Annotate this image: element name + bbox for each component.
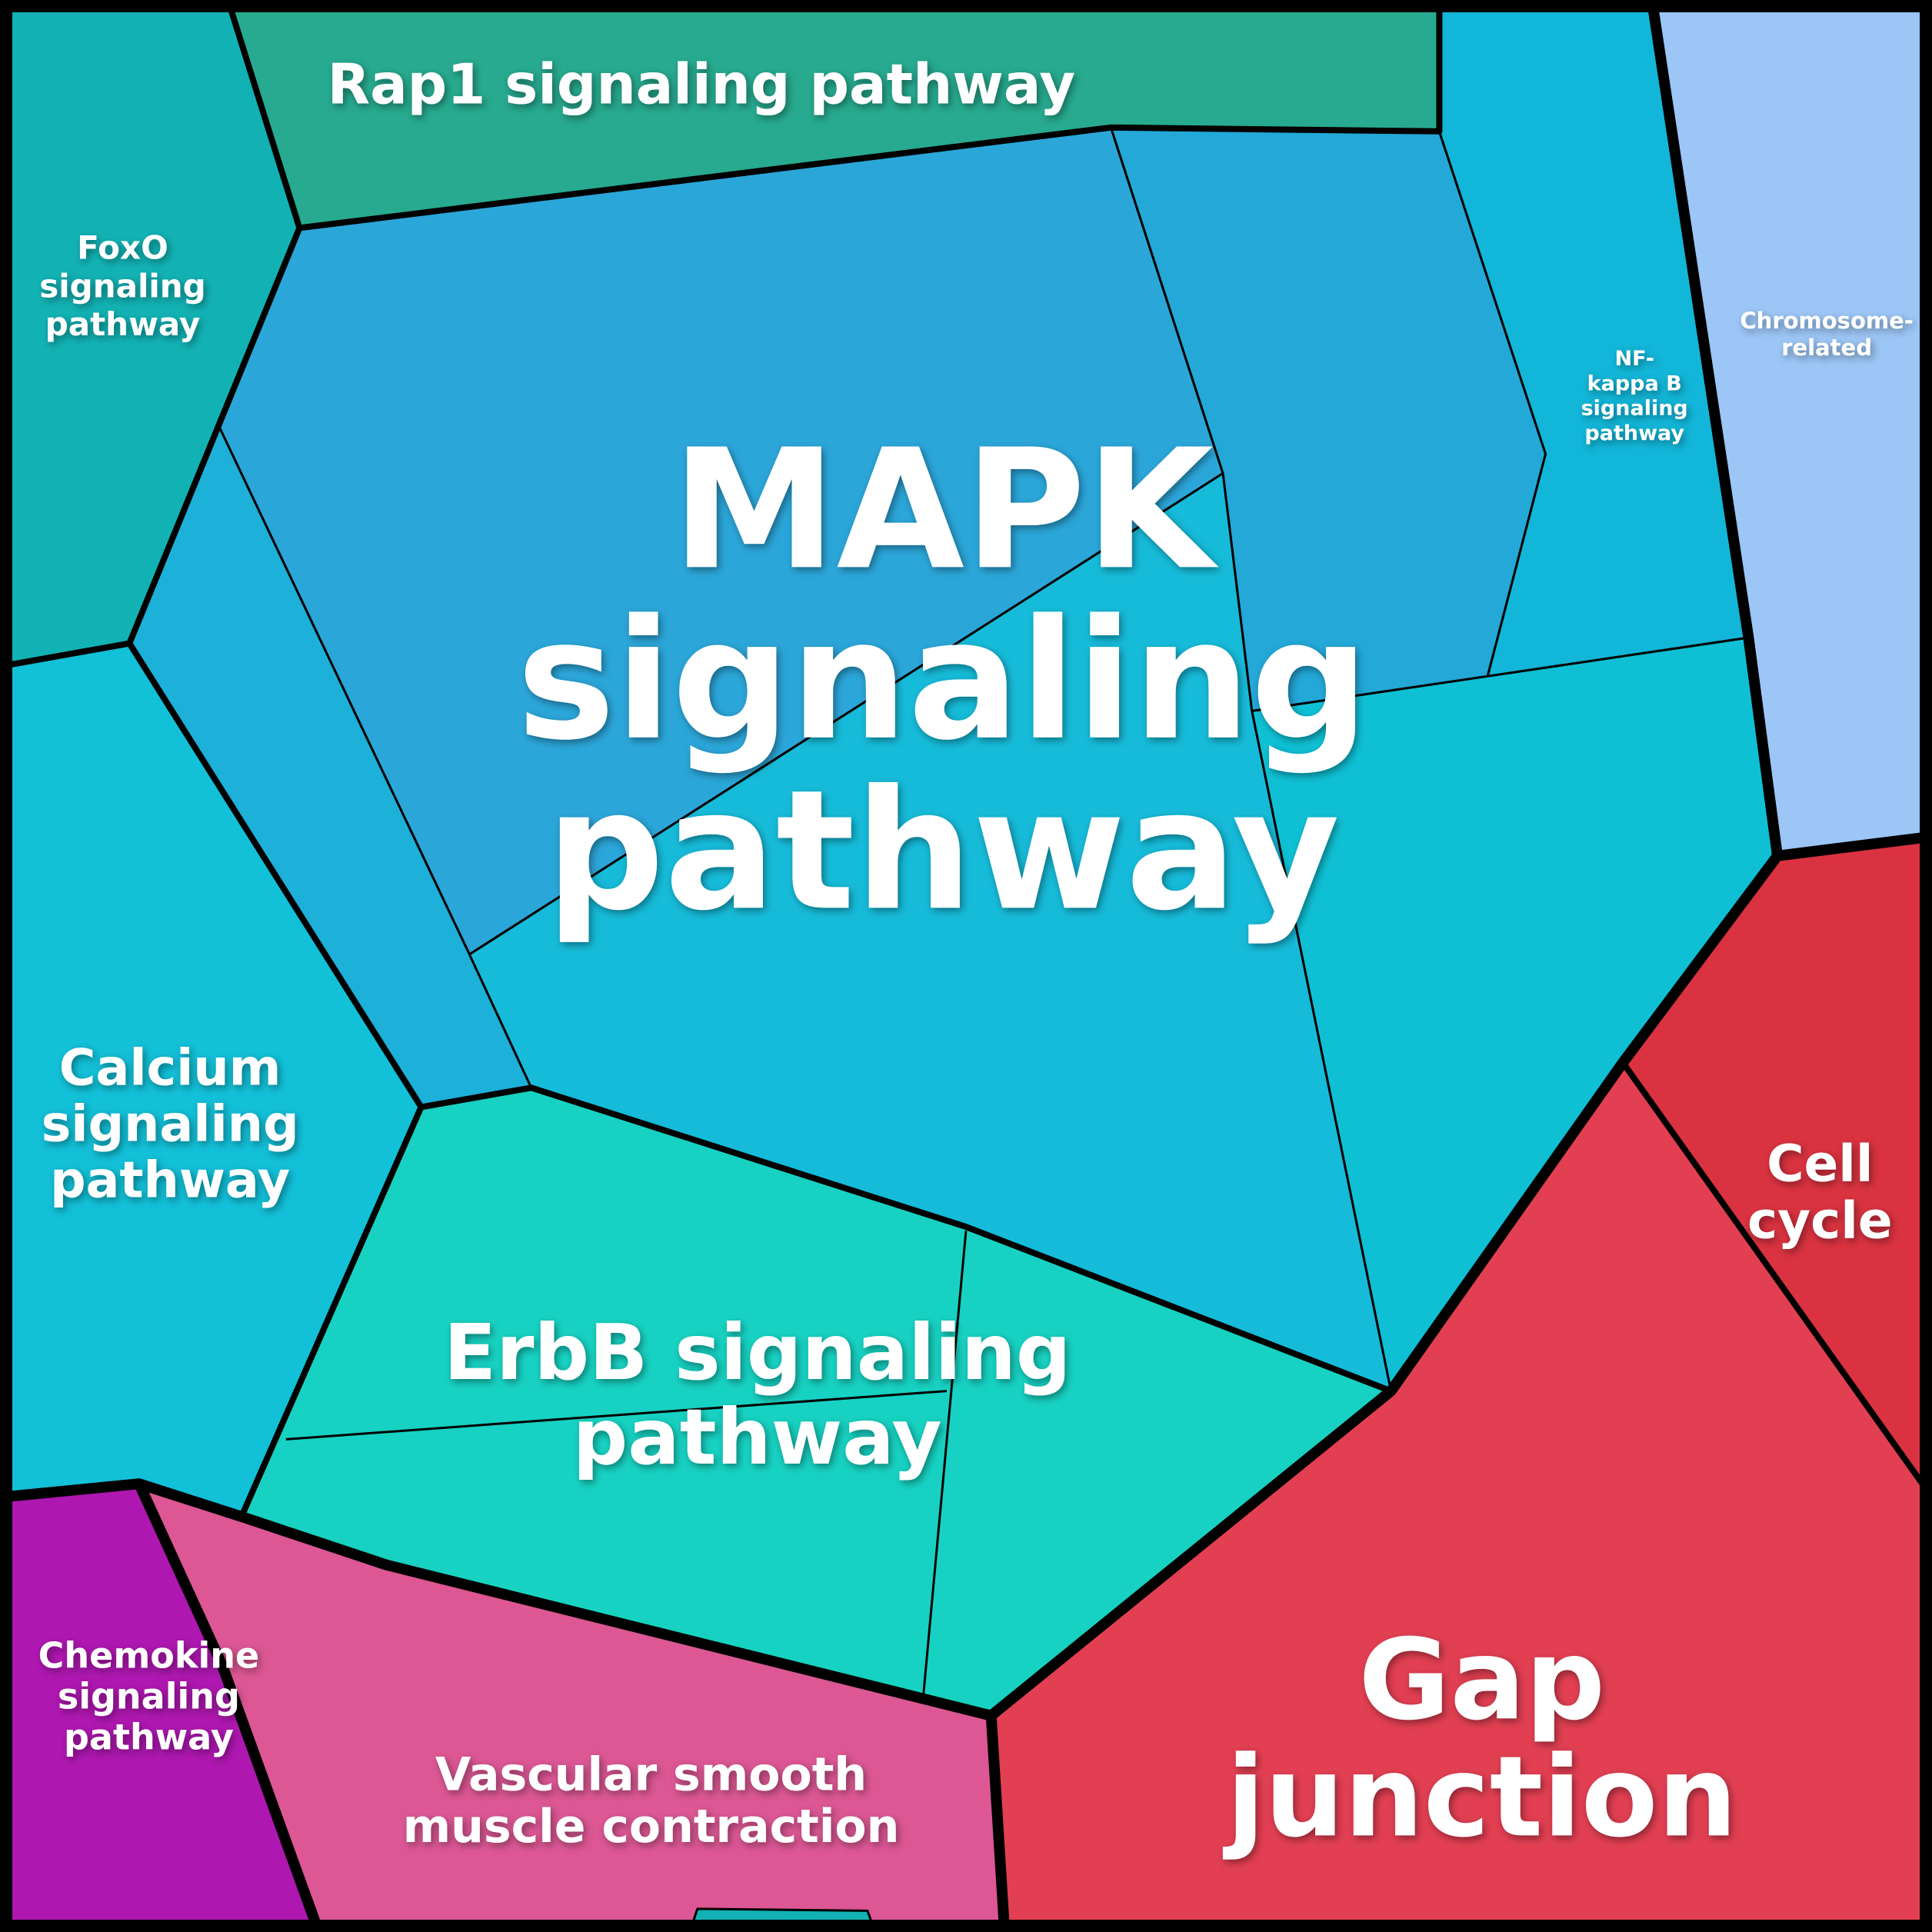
boundary-calcium-mapk bbox=[126, 640, 425, 1111]
label-foxo-line-1: FoxO bbox=[77, 229, 168, 267]
boundary-teal-red bbox=[985, 850, 1783, 1721]
label-mapk-line-2: signaling bbox=[517, 584, 1369, 777]
label-rap1: Rap1 signaling pathway bbox=[328, 52, 1076, 116]
label-vascular-line-2: muscle contraction bbox=[403, 1800, 900, 1854]
label-vascular-line-1: Vascular smooth bbox=[435, 1748, 867, 1802]
boundary-teal-lightblue bbox=[1646, 0, 1783, 861]
label-chemokine-line-2: signaling bbox=[58, 1676, 240, 1717]
label-chromosome: Chromosome-related bbox=[1740, 308, 1913, 361]
boundary-rap1-mapk bbox=[296, 0, 1443, 232]
label-mapk-line-1: MAPK bbox=[672, 413, 1220, 606]
boundary-cellcycle-gap bbox=[1620, 1059, 1932, 1501]
label-gap-line-1: Gap bbox=[1358, 1615, 1605, 1745]
boundary-magenta-pink bbox=[133, 1478, 325, 1932]
boundary-erbb-mapk bbox=[418, 1084, 1394, 1394]
label-gap-line-2: junction bbox=[1223, 1732, 1737, 1862]
label-nfkb-line-4: pathway bbox=[1584, 421, 1684, 445]
boundary-teal-pink bbox=[236, 1511, 997, 1721]
boundary-lightblue-red bbox=[1772, 831, 1932, 861]
divider-erbb-1 bbox=[285, 1390, 948, 1441]
label-chromosome-line-2: related bbox=[1781, 335, 1872, 361]
label-rap1-line-1: Rap1 signaling pathway bbox=[328, 52, 1076, 116]
label-chemokine-line-1: Chemokine bbox=[38, 1635, 260, 1677]
boundary-pink-red bbox=[985, 1710, 1011, 1932]
divider-erbb-2 bbox=[922, 1230, 968, 1695]
label-nfkb-line-2: kappa B bbox=[1587, 371, 1682, 395]
label-erbb-line-2: pathway bbox=[573, 1392, 942, 1482]
label-nfkb-line-3: signaling bbox=[1581, 397, 1688, 421]
label-chromosome-line-1: Chromosome- bbox=[1740, 308, 1913, 334]
label-mapk-line-3: pathway bbox=[546, 754, 1340, 947]
label-cellcycle-line-1: Cell bbox=[1767, 1134, 1873, 1193]
boundary-foxo-edge bbox=[0, 0, 303, 670]
label-calcium-line-3: pathway bbox=[50, 1151, 290, 1209]
label-cellcycle-line-2: cycle bbox=[1747, 1191, 1893, 1250]
label-nfkb-line-1: NF- bbox=[1614, 347, 1654, 371]
label-calcium-line-2: signaling bbox=[42, 1096, 299, 1154]
label-foxo-line-3: pathway bbox=[45, 305, 201, 343]
boundary-calcium-erbb bbox=[238, 1104, 425, 1520]
label-erbb-line-1: ErbB signaling bbox=[444, 1307, 1071, 1397]
label-foxo-line-2: signaling bbox=[39, 267, 205, 305]
label-calcium-line-1: Calcium bbox=[59, 1040, 281, 1098]
label-chemokine-line-3: pathway bbox=[64, 1716, 234, 1757]
